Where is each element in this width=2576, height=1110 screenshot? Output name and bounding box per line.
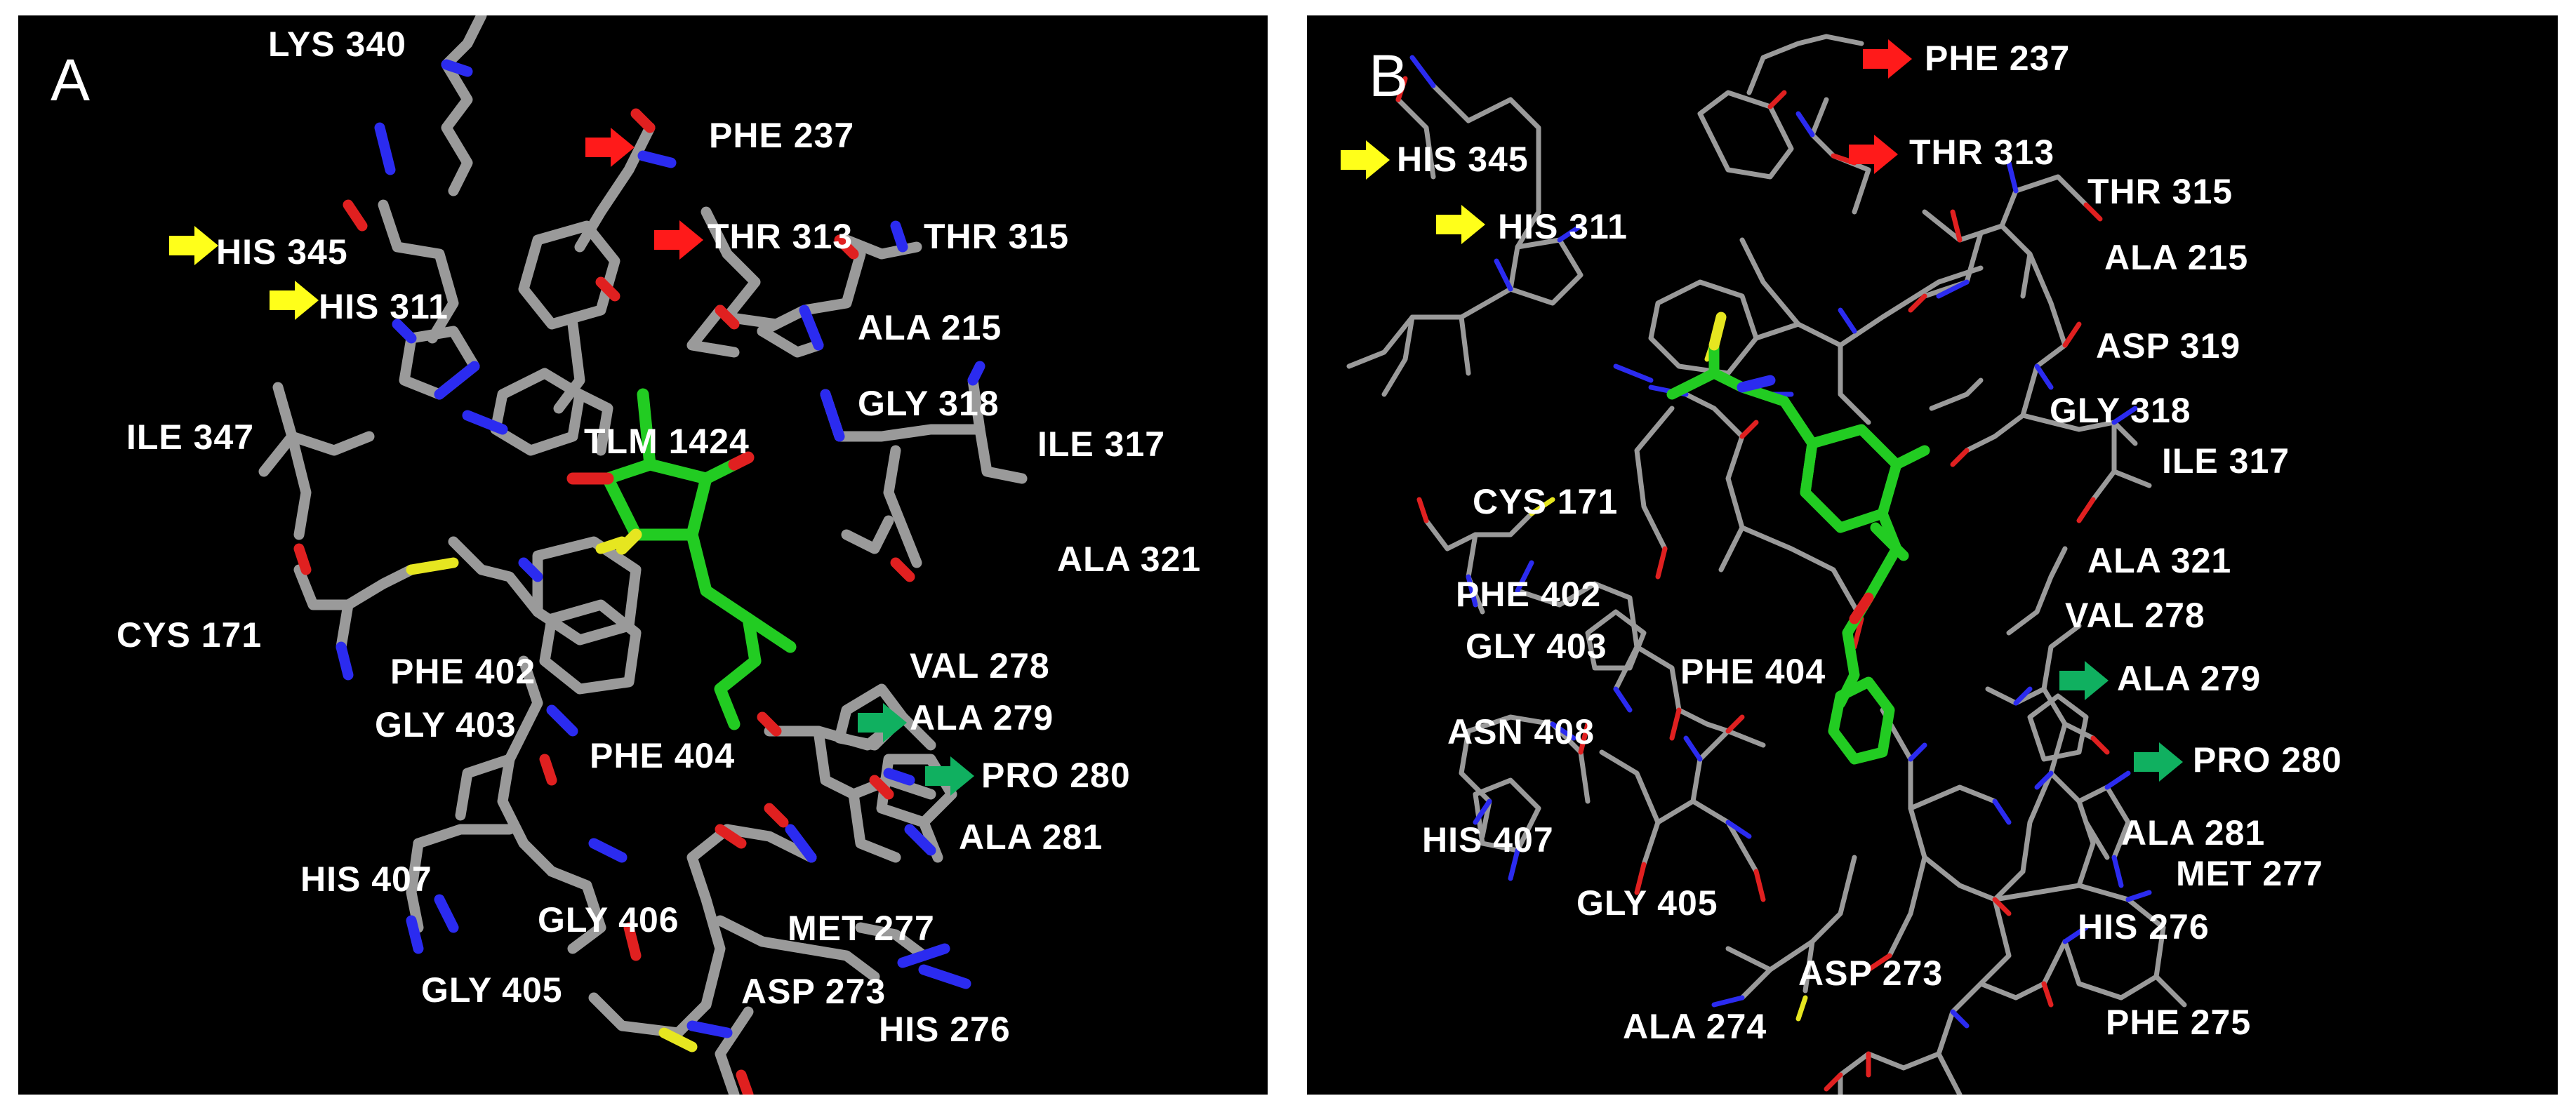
residue-label: HIS 311	[319, 287, 449, 326]
residue-label: GLY 318	[858, 384, 1000, 423]
residue-label: ALA 279	[910, 698, 1054, 737]
residue-label: ASN 408	[1447, 712, 1595, 751]
panel-a: A LYS 340 PHE 237 HIS 345 THR 313 THR 31…	[18, 15, 1268, 1095]
residue-label: PRO 280	[981, 756, 1131, 795]
residue-label: ASP 319	[2096, 326, 2241, 366]
residue-label: GLY 405	[421, 970, 563, 1010]
residue-label: ILE 317	[2162, 441, 2290, 481]
residue-label: GLY 403	[1466, 627, 1607, 666]
residue-label: HIS 345	[216, 232, 348, 272]
green-arrow-icon	[2059, 661, 2109, 700]
residue-label: VAL 278	[910, 646, 1050, 686]
residue-label: CYS 171	[1473, 482, 1619, 521]
residue-label: ALA 281	[2121, 813, 2266, 852]
residue-label: THR 315	[2087, 172, 2233, 211]
residue-label: PHE 275	[2106, 1003, 2252, 1042]
residue-label: PHE 404	[590, 736, 736, 775]
residue-label: PHE 402	[390, 652, 536, 691]
residue-label: ALA 215	[858, 308, 1002, 347]
residue-label: GLY 318	[2050, 391, 2191, 430]
panel-a-molecular-structure	[258, 15, 1028, 1095]
panel-b: B PHE 237 HIS 345 THR 313 THR 315 HIS 31…	[1307, 15, 2558, 1095]
yellow-arrow-icon	[1341, 140, 1390, 180]
residue-label: HIS 276	[879, 1010, 1011, 1049]
residue-label: THR 315	[924, 217, 1070, 256]
red-arrow-icon	[585, 128, 635, 167]
residue-label: ALA 321	[2087, 541, 2232, 580]
residue-label: MET 277	[2176, 854, 2323, 893]
residue-label: LYS 340	[268, 25, 406, 64]
residue-label: ASP 273	[741, 972, 887, 1011]
red-arrow-icon	[1849, 135, 1898, 174]
residue-label: PHE 402	[1456, 575, 1602, 614]
yellow-arrow-icon	[169, 226, 218, 265]
residue-label: THR 313	[708, 217, 854, 256]
panel-b-molecular-structure	[1346, 34, 2187, 1095]
panel-letter: A	[51, 47, 91, 113]
residue-label: PHE 237	[1925, 39, 2071, 78]
residue-label: HIS 345	[1397, 140, 1529, 179]
green-arrow-icon	[858, 703, 907, 742]
yellow-arrow-icon	[270, 281, 319, 320]
red-arrow-icon	[654, 220, 703, 260]
residue-label: ALA 279	[2117, 659, 2262, 698]
residue-label: PRO 280	[2193, 740, 2342, 780]
residue-label: ILE 317	[1037, 424, 1166, 464]
panel-letter: B	[1369, 43, 1409, 109]
residue-label: MET 277	[788, 909, 935, 948]
green-arrow-icon	[925, 756, 974, 796]
residue-label: GLY 405	[1576, 883, 1718, 923]
residue-label: ILE 347	[126, 417, 255, 457]
residue-label: THR 313	[1909, 133, 2055, 172]
residue-label: ALA 321	[1057, 540, 1202, 579]
residue-label: HIS 407	[300, 860, 432, 899]
residue-label: ALA 215	[2104, 238, 2249, 277]
residue-label: PHE 404	[1680, 652, 1826, 691]
residue-label: GLY 403	[375, 705, 517, 744]
residue-label: HIS 311	[1498, 207, 1628, 246]
ligand-label: TLM 1424	[584, 422, 750, 461]
residue-label: HIS 276	[2078, 907, 2210, 947]
residue-label: GLY 406	[538, 900, 679, 940]
residue-label: ALA 281	[959, 817, 1103, 857]
residue-label: PHE 237	[709, 116, 855, 155]
residue-label: ASP 273	[1798, 954, 1944, 993]
yellow-arrow-icon	[1436, 205, 1485, 244]
red-arrow-icon	[1863, 39, 1912, 79]
residue-label: VAL 278	[2065, 596, 2205, 635]
residue-label: ALA 274	[1623, 1007, 1767, 1046]
residue-label: HIS 407	[1422, 820, 1554, 860]
residue-label: CYS 171	[117, 615, 263, 655]
green-arrow-icon	[2134, 742, 2183, 782]
